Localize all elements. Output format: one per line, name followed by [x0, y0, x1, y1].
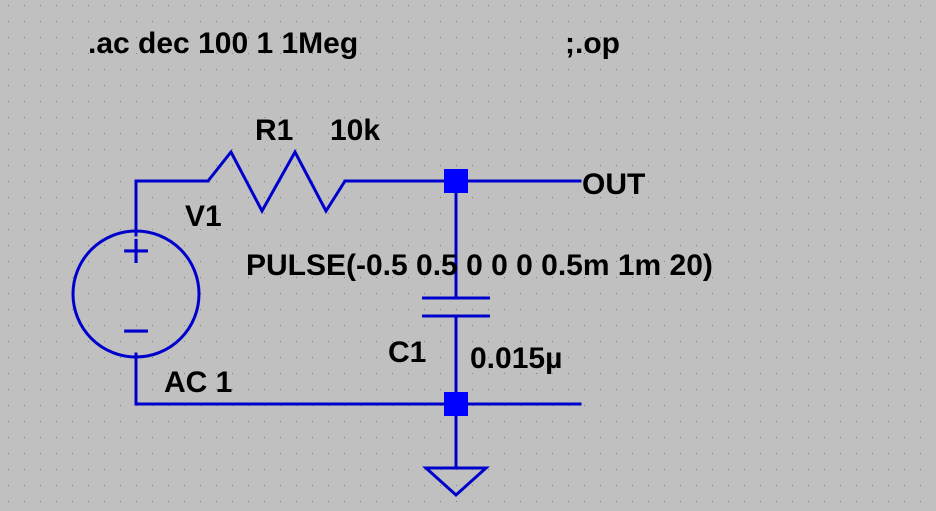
op-directive-commented[interactable]: ;.op — [565, 27, 620, 60]
ac-directive[interactable]: .ac dec 100 1 1Meg — [88, 27, 358, 60]
plus-symbol: + — [120, 228, 152, 272]
r1-value-label[interactable]: 10k — [330, 114, 380, 147]
junction-out-node[interactable] — [444, 169, 468, 193]
c1-ref-label[interactable]: C1 — [388, 336, 426, 369]
minus-symbol: − — [120, 308, 152, 352]
net-label-out[interactable]: OUT — [582, 168, 645, 201]
wire-v1-top-to-r1[interactable] — [134, 179, 210, 237]
source-body — [71, 229, 201, 359]
r1-ref-label[interactable]: R1 — [255, 114, 293, 147]
resistor-r1[interactable] — [206, 148, 347, 215]
ground-symbol[interactable] — [422, 466, 490, 498]
junction-ground-node[interactable] — [444, 392, 468, 416]
capacitor-c1[interactable] — [422, 296, 490, 318]
wire-v1-bottom-to-ground[interactable] — [134, 352, 582, 406]
v1-ac-spec[interactable]: AC 1 — [164, 366, 232, 399]
v1-ref-label[interactable]: V1 — [185, 200, 222, 233]
c1-value-label[interactable]: 0.015µ — [470, 342, 562, 375]
v1-pulse-value[interactable]: PULSE(-0.5 0.5 0 0 0 0.5m 1m 20) — [246, 249, 713, 282]
voltage-source-v1[interactable]: + − — [71, 228, 201, 359]
grid-dots — [8, 5, 921, 502]
